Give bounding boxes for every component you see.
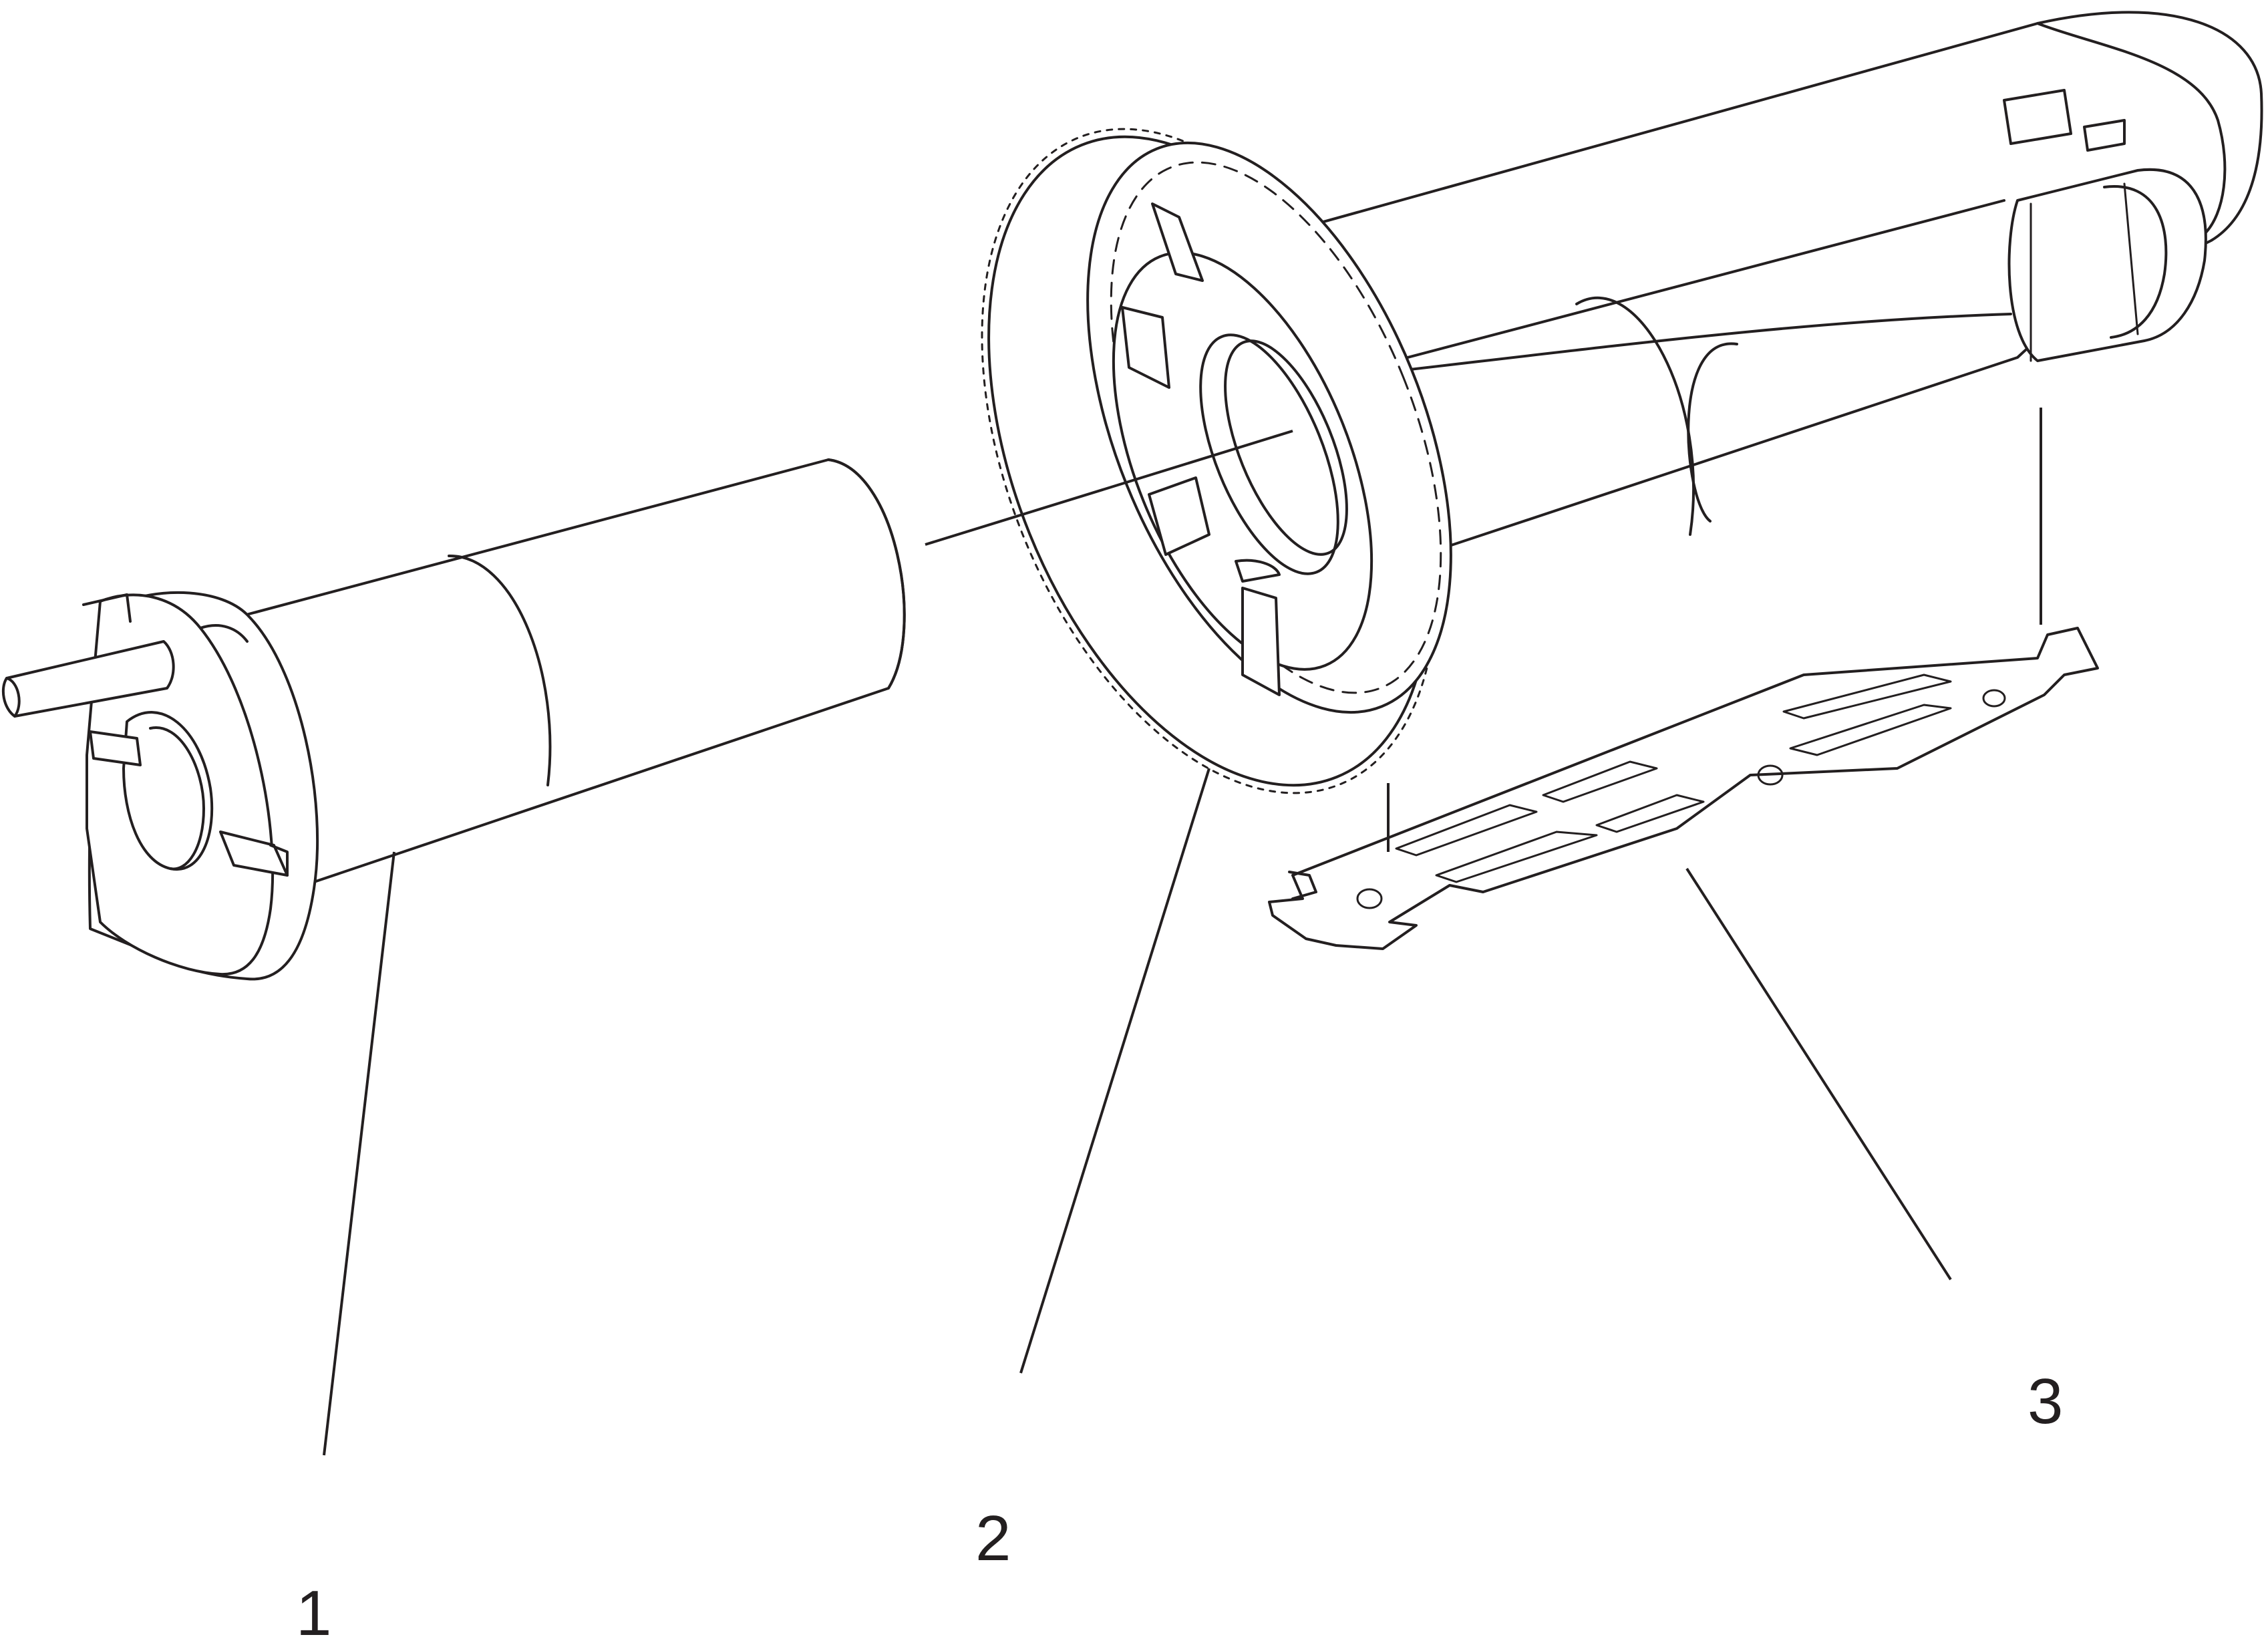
part-3-bracket-plate <box>1268 627 2099 950</box>
callout-label-2: 2 <box>975 1503 1011 1574</box>
callout-label-1: 1 <box>296 1578 331 1644</box>
leader-line-1 <box>323 851 395 1456</box>
assembly-guide-lines <box>925 408 2042 852</box>
axis-guide-line <box>925 430 1293 546</box>
part-1-spool-shaft <box>1 458 906 981</box>
leader-line-2 <box>1019 768 1210 1374</box>
leader-line-3 <box>1685 867 1952 1281</box>
part-2-gear-wheel <box>981 128 1452 794</box>
housing-tube <box>1255 11 2263 563</box>
callout-leaders <box>323 768 1952 1456</box>
callout-labels: 1 2 3 <box>296 1366 2063 1647</box>
callout-label-3: 3 <box>2028 1366 2063 1437</box>
